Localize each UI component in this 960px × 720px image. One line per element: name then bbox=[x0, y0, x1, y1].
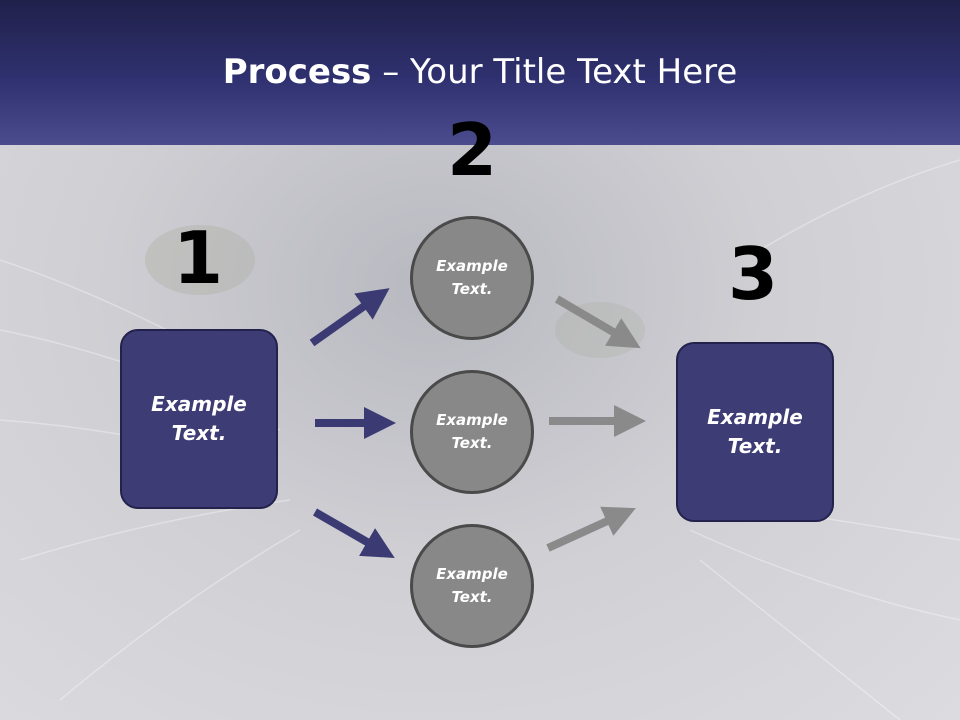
step-number-3: 3 bbox=[727, 232, 779, 316]
right-box-line1: Example bbox=[707, 405, 803, 429]
circle-middle-line2: Text. bbox=[451, 434, 493, 452]
step-number-1: 1 bbox=[172, 216, 224, 300]
step-number-2: 2 bbox=[446, 108, 498, 192]
circle-middle-line1: Example bbox=[436, 411, 508, 429]
arrow-to-top-circle bbox=[309, 288, 390, 347]
left-box-line2: Text. bbox=[171, 421, 227, 445]
right-box-line2: Text. bbox=[727, 434, 783, 458]
title-rest: – Your Title Text Here bbox=[371, 52, 738, 92]
arrow-from-bottom-circle bbox=[546, 506, 636, 552]
circle-bottom-line2: Text. bbox=[451, 588, 493, 606]
arrow-to-bottom-circle bbox=[313, 508, 395, 558]
circle-top-line2: Text. bbox=[451, 280, 493, 298]
left-box-line1: Example bbox=[151, 392, 247, 416]
slide-title: Process – Your Title Text Here bbox=[0, 52, 960, 92]
title-bold: Process bbox=[222, 52, 372, 92]
circle-bottom-line1: Example bbox=[436, 565, 508, 583]
title-bar bbox=[0, 0, 960, 145]
circle-top-line1: Example bbox=[436, 257, 508, 275]
arrow-from-top-circle bbox=[554, 295, 641, 349]
